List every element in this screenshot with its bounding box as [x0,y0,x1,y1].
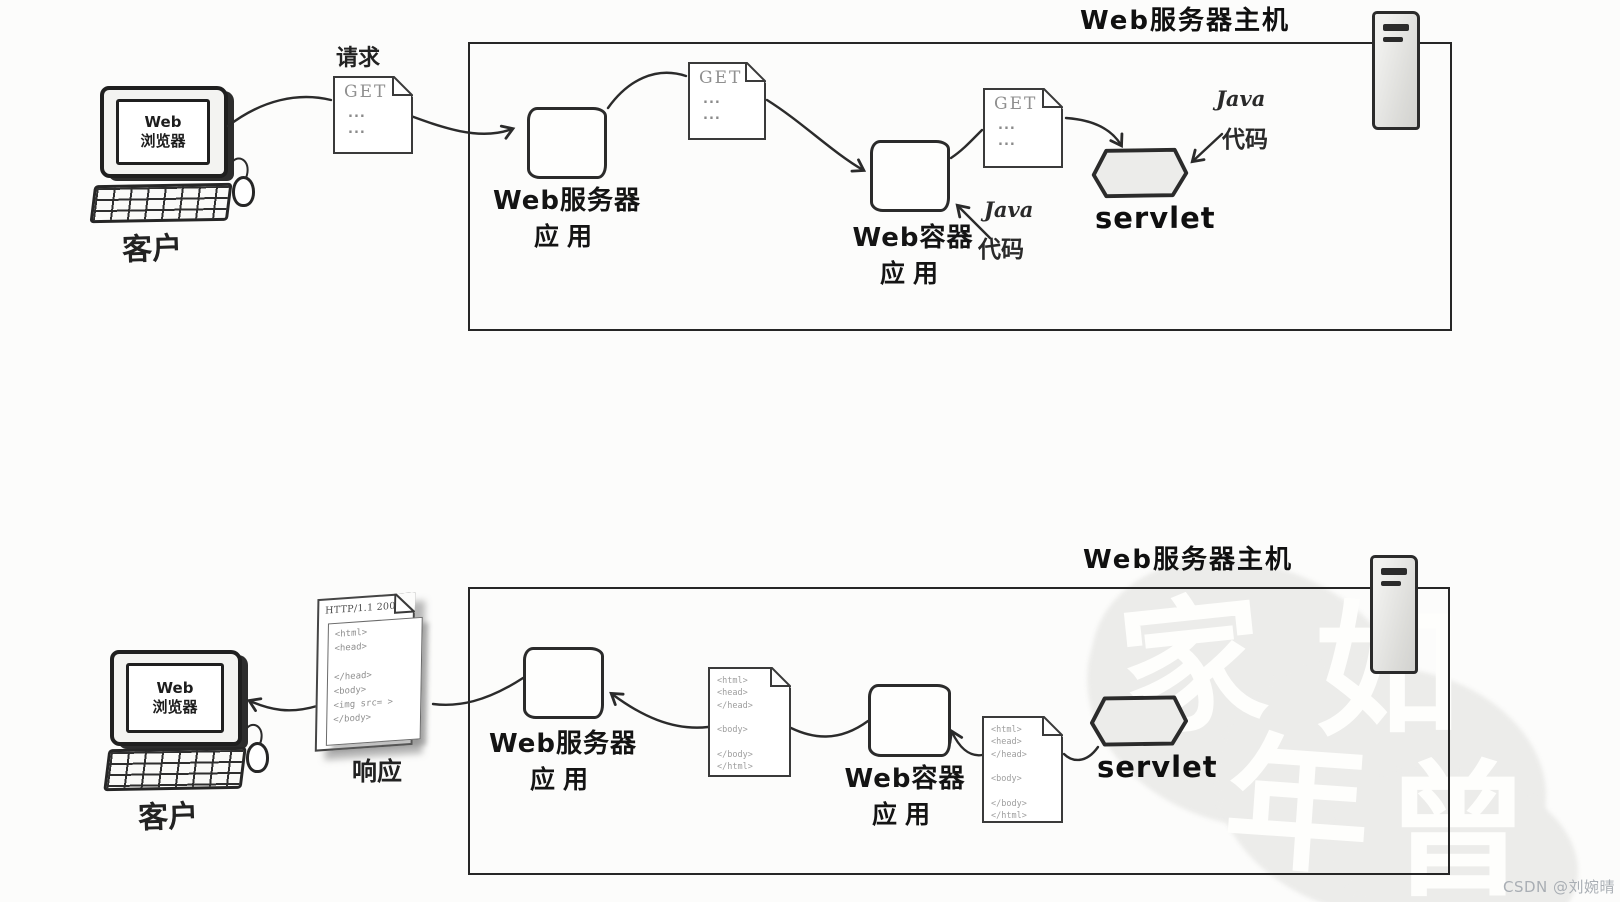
client-monitor-top: Web 浏览器 [100,86,228,178]
doc-line [991,785,1061,797]
label-line1: Web服务器 [489,729,637,759]
html-page-document-middle: <html> <head></head> <body> </body> </html> [708,666,792,777]
doc-body-lines: ...... [985,114,1061,150]
label-line1: Web服务器 [493,186,641,216]
folded-corner-icon [770,666,792,688]
doc-method-text: GET [344,82,388,102]
keyboard-icon-bottom [103,746,247,792]
tower-vent-slot [1381,581,1401,586]
tower-vent-slot [1381,568,1407,575]
doc-body-lines: <html> <head></head> <body> </body> </html> [710,669,789,773]
label-line2: 应用 [871,800,938,829]
web-server-app-label-bottom: Web服务器 应用 [463,726,663,798]
html-page-document-right: <html> <head></head> <body> </body> </html> [982,715,1064,823]
doc-line: <html> [717,676,748,686]
response-html-lines: <html><head></head><body><img src= ></bo… [325,616,423,746]
doc-line: <html> [991,725,1022,735]
mouse-cable-bottom [246,723,263,745]
doc-body-lines: ...... [690,88,764,124]
csdn-credit: CSDN @刘婉晴 [1503,878,1616,896]
web-server-app-label-top: Web服务器 应用 [467,183,667,255]
doc-line: </body> [717,749,753,760]
browser-label-line1: Web [144,113,182,131]
doc-method-text: GET [699,68,743,88]
folded-corner-icon [393,592,416,614]
doc-line: ... [348,106,366,121]
web-server-app-box-top [527,107,607,179]
web-container-box-top [870,140,950,212]
doc-line: <head> [991,737,1022,748]
web-server-host-box-top [468,42,1452,331]
doc-line: ... [703,108,721,123]
get-request-document-2: GET ...... [688,61,767,140]
browser-label-line2: 浏览器 [140,132,186,150]
browser-screen-top: Web 浏览器 [116,99,210,165]
servlet-label-top: servlet [1095,201,1216,235]
doc-line: ... [348,122,366,137]
doc-method-text: GET [994,94,1038,114]
doc-line [717,736,789,748]
server-tower-icon-top [1372,11,1420,130]
keyboard-icon-top [89,182,233,224]
http-response-document: HTTP/1.1 200 OK <html><head></head><body… [314,592,423,752]
web-server-host-box-bottom [468,587,1450,875]
doc-line: </head> [717,700,753,711]
servlet-label-bottom: servlet [1097,750,1218,784]
folded-corner-icon [1042,87,1064,109]
servlet-hexagon-top [1088,146,1192,200]
tower-vent-slot [1383,24,1409,31]
label-line2: 应用 [879,259,946,288]
doc-line: ... [998,134,1016,149]
label-line2: 应用 [529,765,596,794]
get-request-document-3: GET ...... [983,87,1064,168]
request-label: 请求 [336,46,381,71]
java-code-note-container-line2: 代码 [978,237,1024,263]
client-monitor-bottom: Web 浏览器 [110,650,242,746]
get-request-document-1: GET ...... [333,75,414,154]
web-container-label-top: Web容器 应用 [813,220,1013,292]
folded-corner-icon [745,61,767,83]
label-line1: Web容器 [844,764,966,794]
tower-vent-slot [1383,37,1403,42]
doc-body-lines: ...... [335,102,411,138]
doc-line [717,712,789,724]
java-code-note-container-line1: Java [984,197,1034,222]
client-label-bottom: 客户 [137,798,199,837]
mouse-cable-top [232,157,249,179]
doc-body-lines: <html> <head></head> <body> </body> </html> [984,718,1061,822]
browser-label-line2: 浏览器 [152,698,198,716]
web-container-label-bottom: Web容器 应用 [805,761,1005,833]
servlet-hexagon-bottom [1088,693,1190,749]
doc-line: </html> [717,762,753,773]
host-title-top: Web服务器主机 [1080,6,1290,36]
mouse-icon-top [232,176,255,207]
doc-line: <body> [991,774,1022,785]
folded-corner-icon [392,75,414,97]
browser-screen-bottom: Web 浏览器 [126,663,224,733]
doc-line: </html> [991,811,1027,822]
label-line1: Web容器 [852,223,974,253]
response-label: 响应 [352,757,403,786]
doc-line: </body> [991,798,1027,809]
java-code-note-servlet-line1: Java [1216,86,1266,111]
mouse-icon-bottom [246,742,269,773]
folded-corner-icon [1042,715,1064,737]
web-server-app-box-bottom [523,647,604,719]
client-label-top: 客户 [121,230,183,269]
arrow-client-to-request-doc [226,95,333,128]
browser-label-line1: Web [156,679,194,697]
java-code-note-servlet-line2: 代码 [1222,127,1268,153]
label-line2: 应用 [533,222,600,251]
doc-line: <head> [717,688,748,699]
doc-line: </head> [991,749,1027,760]
doc-line: ... [998,118,1016,133]
watermark-glyph: 曾 [1385,748,1530,902]
arrow-response-doc-to-client [246,697,319,713]
doc-line: <body> [717,725,748,736]
doc-line: ... [703,92,721,107]
host-title-bottom: Web服务器主机 [1083,545,1293,575]
server-tower-icon-bottom [1370,555,1418,674]
web-container-box-bottom [868,684,951,757]
doc-line [991,761,1061,773]
